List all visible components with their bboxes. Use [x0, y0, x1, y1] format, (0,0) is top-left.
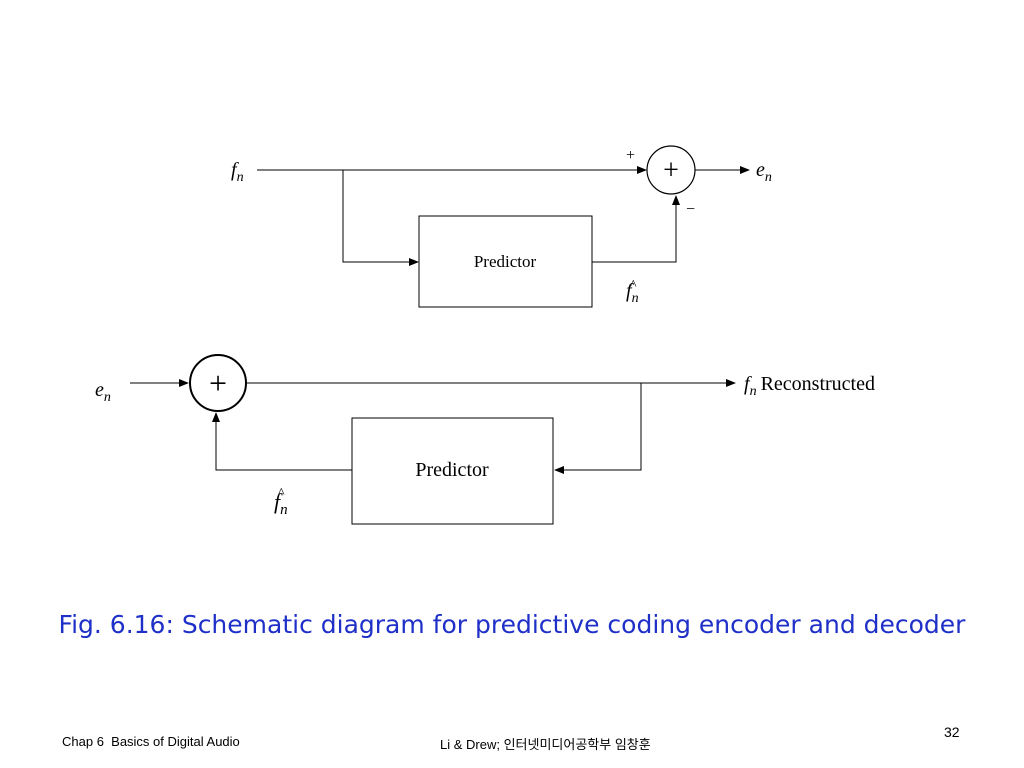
- page-number: 32: [944, 724, 960, 740]
- encoder-prediction-hat: ^: [630, 278, 637, 293]
- decoder-input-sub: n: [104, 390, 111, 405]
- encoder-prediction-sub: n: [632, 291, 639, 306]
- encoder-output-arrow: [740, 166, 750, 174]
- decoder-input-var: e: [95, 379, 104, 401]
- encoder-prediction-var: f: [626, 280, 634, 302]
- encoder-plus-sign: +: [626, 147, 635, 164]
- encoder-prediction-label: fn: [626, 280, 639, 306]
- footer-chapter: Chap 6 Basics of Digital Audio: [62, 734, 240, 749]
- decoder-feedback-line: [215, 420, 352, 471]
- encoder-feedback-line: [592, 203, 677, 263]
- encoder-predictor-label: Predictor: [474, 252, 537, 271]
- encoder-input-sub: n: [237, 170, 244, 185]
- decoder-predictor-box: [351, 417, 554, 525]
- decoder-adder-symbol: +: [209, 365, 227, 401]
- encoder-adder-input-arrow: [637, 166, 647, 174]
- decoder-predictor-input-arrow: [554, 466, 564, 474]
- decoder-prediction-sub: n: [280, 502, 288, 518]
- encoder-minus-sign: −: [686, 201, 695, 218]
- encoder-input-label: fn: [231, 159, 244, 185]
- encoder-output-label: en: [756, 159, 772, 185]
- encoder-input-var: f: [231, 159, 239, 181]
- decoder-output-suffix: Reconstructed: [761, 373, 875, 395]
- decoder-prediction-var: f: [274, 489, 283, 514]
- decoder-prediction-hat: ^: [278, 486, 285, 501]
- decoder-predictor-label: Predictor: [415, 459, 489, 481]
- encoder-predictor-box: [418, 215, 593, 308]
- decoder-output-arrow: [726, 379, 736, 387]
- decoder-branch-line: [562, 383, 642, 471]
- figure-caption: Fig. 6.16: Schematic diagram for predict…: [58, 610, 966, 639]
- encoder-adder-symbol: +: [663, 155, 679, 186]
- encoder-predictor-input-arrow: [409, 258, 419, 266]
- decoder-adder-input-arrow: [179, 379, 189, 387]
- decoder-output-var: f: [744, 373, 752, 395]
- encoder-branch-line: [342, 170, 411, 263]
- decoder-input-label: en: [95, 379, 111, 405]
- encoder-diagram: fn Predictor + + − en ^ fn: [231, 145, 772, 308]
- encoder-output-var: e: [756, 159, 765, 181]
- encoder-output-sub: n: [765, 170, 772, 185]
- decoder-adder-feedback-arrow: [212, 412, 220, 422]
- encoder-adder-minus-arrow: [672, 195, 680, 205]
- decoder-output-label: fn Reconstructed: [744, 373, 875, 399]
- decoder-prediction-label: fn: [274, 489, 288, 518]
- footer-authors: Li & Drew; 인터넷미디어공학부 임창훈: [440, 737, 651, 752]
- decoder-output-sub: n: [750, 384, 757, 399]
